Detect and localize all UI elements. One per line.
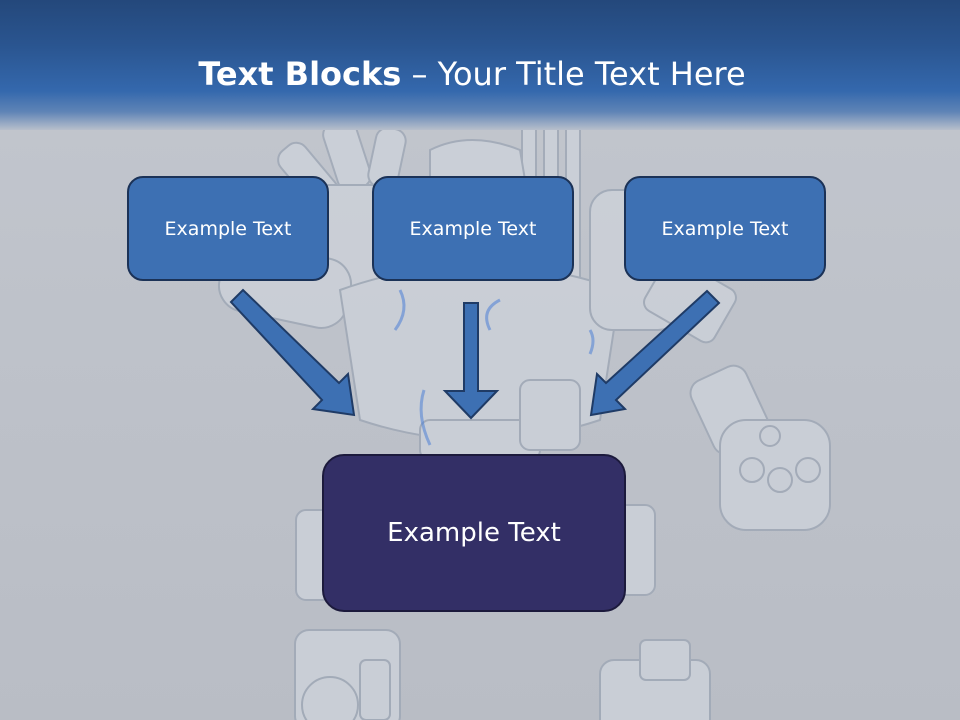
arrow-right-to-center	[589, 289, 721, 417]
header-band	[0, 0, 960, 130]
text-block-right[interactable]: Example Text	[624, 176, 826, 281]
text-block-center[interactable]: Example Text	[372, 176, 574, 281]
text-block-left-label: Example Text	[164, 217, 292, 240]
text-block-main[interactable]: Example Text	[322, 454, 626, 612]
title-rest-part: Your Title Text Here	[437, 55, 746, 93]
text-block-right-label: Example Text	[661, 217, 789, 240]
arrow-left-to-center	[229, 288, 356, 417]
arrow-down-center	[442, 302, 500, 420]
text-block-main-label: Example Text	[387, 518, 561, 548]
text-block-center-label: Example Text	[409, 217, 537, 240]
title-separator: –	[401, 55, 438, 93]
text-block-left[interactable]: Example Text	[127, 176, 329, 281]
title-bold-part: Text Blocks	[198, 55, 402, 93]
slide-title: Text Blocks – Your Title Text Here	[0, 52, 944, 96]
